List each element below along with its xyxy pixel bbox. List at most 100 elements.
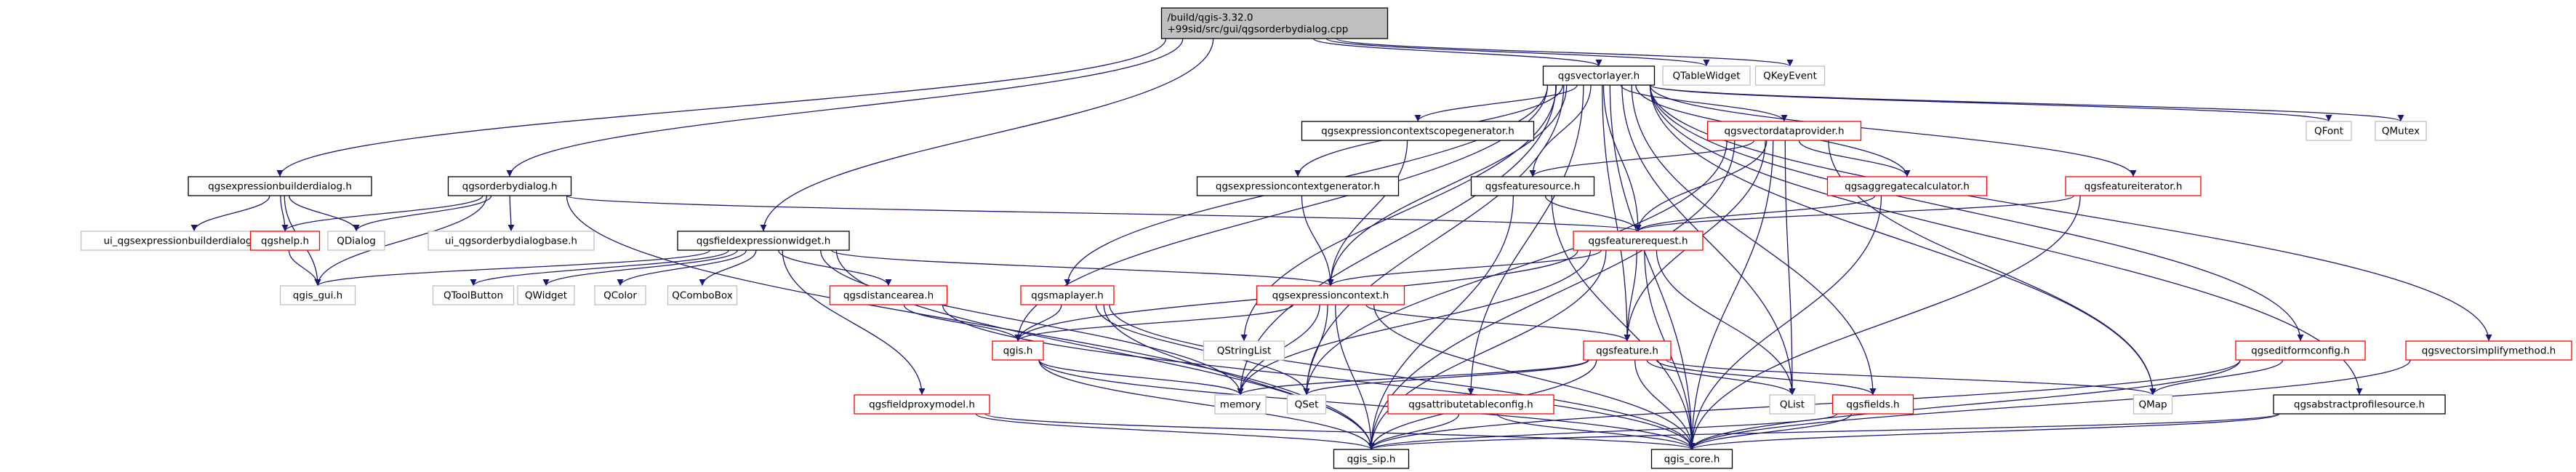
- node-qgsmaplayer[interactable]: qgsmaplayer.h: [1020, 285, 1115, 305]
- node-label: qgsfeature.h: [1596, 345, 1658, 357]
- node-qgsvectorlayer[interactable]: qgsvectorlayer.h: [1542, 65, 1656, 86]
- edge-qgsfieldexpressionwidget-to-qgis_sip: [835, 249, 1375, 450]
- node-qgsexpressioncontextscopegenerator[interactable]: qgsexpressioncontextscopegenerator.h: [1301, 121, 1535, 141]
- node-qwidget[interactable]: QWidget: [517, 285, 575, 305]
- node-label: qgis_core.h: [1664, 454, 1720, 465]
- node-qmutex[interactable]: QMutex: [2375, 121, 2427, 141]
- node-box: [2306, 121, 2352, 141]
- edge-qgsvectordataprovider-to-qlist: [1784, 140, 1796, 396]
- node-qfont[interactable]: QFont: [2306, 121, 2352, 141]
- node-box: [1542, 65, 1656, 86]
- edge-qgis-to-qgis_core: [1038, 359, 1696, 450]
- node-label: ui_qgsexpressionbuilderdialogbase.h: [103, 236, 284, 247]
- edge-qgsfeature-to-memory: [1237, 359, 1589, 396]
- node-qgsorderbydialog[interactable]: qgsorderbydialog.h: [447, 176, 572, 196]
- node-box: [432, 285, 515, 305]
- edge-qgseditformconfig-to-qmap: [2149, 359, 2284, 396]
- edge-qgsdistancearea-to-qgis_core: [942, 304, 1696, 450]
- node-qgshelp[interactable]: qgshelp.h: [249, 231, 321, 251]
- edge-qgsfields-to-qgis_sip: [1368, 413, 1838, 450]
- node-qgsfeature[interactable]: qgsfeature.h: [1583, 340, 1672, 361]
- node-qcombobox[interactable]: QComboBox: [667, 285, 738, 305]
- node-qmap[interactable]: QMap: [2132, 394, 2173, 415]
- edge-qgsfieldexpressionwidget-to-memory: [820, 249, 1244, 396]
- node-qgsexpressioncontextgenerator[interactable]: qgsexpressioncontextgenerator.h: [1196, 176, 1400, 196]
- node-label: QMutex: [2382, 126, 2420, 137]
- node-label: qgsattributetableconfig.h: [1408, 399, 1533, 411]
- node-ui_qgsorderbydialogbase[interactable]: ui_qgsorderbydialogbase.h: [428, 231, 595, 251]
- node-qset[interactable]: QSet: [1286, 394, 1327, 415]
- edge-qgsvectorlayer-to-qgsexpressioncontext: [1327, 84, 1568, 287]
- node-label: qgsdistancearea.h: [843, 290, 934, 302]
- edge-qgsfieldexpressionwidget-to-qgsfieldproxymodel: [782, 249, 926, 396]
- node-qgsvectorsimplifymethod[interactable]: qgsvectorsimplifymethod.h: [2405, 340, 2572, 361]
- node-qgsdistancearea[interactable]: qgsdistancearea.h: [829, 285, 948, 305]
- node-root[interactable]: /build/qgis-3.32.0+99sid/src/gui/qgsorde…: [1160, 7, 1389, 39]
- node-label: QWidget: [525, 290, 567, 302]
- node-qgsfeatureiterator[interactable]: qgsfeatureiterator.h: [2065, 176, 2202, 196]
- edge-root-to-qgsvectorlayer: [1312, 38, 1602, 67]
- edge-qgsvectorlayer-to-qmutex: [1649, 84, 2404, 122]
- edge-qgsabstractprofilesource-to-qgis_sip: [1368, 413, 2279, 450]
- node-qdialog[interactable]: QDialog: [327, 231, 385, 251]
- node-label: qgsfieldproxymodel.h: [869, 399, 975, 411]
- nodes: /build/qgis-3.32.0+99sid/src/gui/qgsorde…: [80, 7, 2572, 469]
- node-memory[interactable]: memory: [1214, 394, 1267, 415]
- node-box: [2375, 121, 2427, 141]
- edge-qgsexpressioncontext-to-qset: [1303, 304, 1328, 396]
- node-box: [1662, 65, 1751, 86]
- edge-root-to-qtablewidget: [1325, 38, 1710, 67]
- edge-qgsfeature-to-qgsfields: [1656, 359, 1877, 396]
- node-qgsabstractprofilesource[interactable]: qgsabstractprofilesource.h: [2273, 394, 2446, 415]
- edge-qgsvectordataprovider-to-qset: [1303, 140, 1728, 396]
- edge-qgsvectorlayer-to-qgsexpressioncontextscopegenerator: [1414, 84, 1578, 122]
- edge-qgsfieldexpressionwidget-to-qgis_gui: [314, 249, 711, 287]
- node-box: [249, 231, 321, 251]
- edge-qgsvectorlayer-to-qgsfeature: [1602, 84, 1631, 342]
- edge-qgsvectorlayer-to-qgsabstractprofilesource: [1649, 84, 2363, 396]
- edge-qgsfieldexpressionwidget-to-qgsdistancearea: [777, 249, 892, 287]
- edge-qgsvectordataprovider-to-qgsfeaturesource: [1529, 140, 1755, 177]
- edge-qgsvectorlayer-to-qgsattributetableconfig: [1467, 84, 1584, 396]
- node-qtoolbutton[interactable]: QToolButton: [432, 285, 515, 305]
- node-qgsfeaturesource[interactable]: qgsfeaturesource.h: [1470, 176, 1595, 196]
- node-qgis[interactable]: qgis.h: [992, 340, 1044, 361]
- node-qgsfields[interactable]: qgsfields.h: [1831, 394, 1914, 415]
- node-qgsfeaturerequest[interactable]: qgsfeaturerequest.h: [1573, 231, 1704, 251]
- node-label: QSet: [1295, 399, 1319, 411]
- node-qgis_sip[interactable]: qgis_sip.h: [1333, 449, 1410, 469]
- node-label: qgsvectordataprovider.h: [1724, 126, 1844, 137]
- node-qgsaggregatecalculator[interactable]: qgsaggregatecalculator.h: [1826, 176, 1988, 196]
- node-qgis_core[interactable]: qgis_core.h: [1650, 449, 1733, 469]
- node-label: qgsfieldexpressionwidget.h: [697, 236, 831, 247]
- node-label: qgsfields.h: [1846, 399, 1899, 411]
- node-label: qgis.h: [1003, 345, 1033, 357]
- edge-qgsvectordataprovider-to-qgis_core: [1688, 140, 1774, 450]
- node-box: [1196, 176, 1400, 196]
- node-box: [1286, 394, 1327, 415]
- node-qgsfieldproxymodel[interactable]: qgsfieldproxymodel.h: [854, 394, 990, 415]
- node-qgsattributetableconfig[interactable]: qgsattributetableconfig.h: [1387, 394, 1554, 415]
- edge-qgsfeaturesource-to-qgis_sip: [1368, 195, 1514, 450]
- node-label: qgsfeaturerequest.h: [1588, 236, 1688, 247]
- edge-qgsabstractprofilesource-to-qgis_core: [1688, 413, 2280, 450]
- edge-qgsfeatureiterator-to-qgis_core: [1688, 195, 2081, 450]
- node-box: [1160, 7, 1389, 39]
- node-qgsexpressioncontext[interactable]: qgsexpressioncontext.h: [1256, 285, 1405, 305]
- node-qkeyevent[interactable]: QKeyEvent: [1754, 65, 1826, 86]
- node-qtablewidget[interactable]: QTableWidget: [1662, 65, 1751, 86]
- node-label: qgsorderbydialog.h: [462, 181, 558, 193]
- node-qstringlist[interactable]: QStringList: [1203, 340, 1285, 361]
- node-qgsfieldexpressionwidget[interactable]: qgsfieldexpressionwidget.h: [677, 231, 850, 251]
- node-qgseditformconfig[interactable]: qgseditformconfig.h: [2235, 340, 2366, 361]
- edge-qgsorderbydialog-to-qgshelp: [281, 195, 483, 232]
- edge-qgsfeaturerequest-to-qgis_sip: [1368, 249, 1607, 450]
- node-qgsvectordataprovider[interactable]: qgsvectordataprovider.h: [1706, 121, 1862, 141]
- node-qgsexpressionbuilderdialog[interactable]: qgsexpressionbuilderdialog.h: [188, 176, 372, 196]
- node-qlist[interactable]: QList: [1769, 394, 1815, 415]
- node-qgis_gui[interactable]: qgis_gui.h: [279, 285, 356, 305]
- edge-qgsexpressioncontext-to-qgis_core: [1373, 304, 1696, 450]
- node-qcolor[interactable]: QColor: [594, 285, 646, 305]
- edge-qgsdistancearea-to-qgis: [903, 304, 1022, 342]
